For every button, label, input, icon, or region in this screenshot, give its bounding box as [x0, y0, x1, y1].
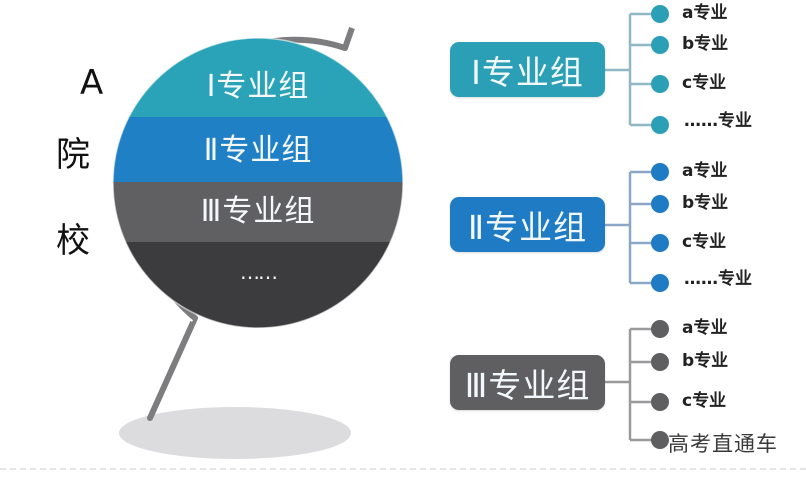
major-node-icon	[651, 353, 669, 371]
globe-shadow	[119, 407, 351, 459]
major-node-icon	[651, 163, 669, 181]
major-node-icon	[651, 431, 669, 449]
group-1-major-2: b专业	[682, 34, 729, 54]
watermark: 高考直通车	[668, 432, 778, 456]
group-1-major-3: c专业	[682, 73, 727, 93]
connectors-group-1	[605, 12, 652, 127]
group-2-major-2: b专业	[682, 193, 729, 213]
globe-band-label-3: Ⅲ专业组	[200, 194, 316, 229]
major-node-icon	[651, 393, 669, 411]
group-1-major-4: ……专业	[684, 111, 752, 131]
group-3-major-1: a专业	[682, 318, 728, 338]
globe-band-4	[113, 242, 403, 328]
globe-band-2	[113, 117, 403, 183]
group-2-major-4: ……专业	[684, 269, 752, 289]
group-box-3: Ⅲ专业组	[450, 355, 605, 410]
group-3-major-3: c专业	[682, 391, 727, 411]
group-1-major-1: a专业	[682, 3, 728, 23]
major-node-icon	[651, 5, 669, 23]
group-2-major-1: a专业	[682, 161, 728, 181]
major-node-icon	[651, 195, 669, 213]
major-node-icon	[651, 116, 669, 134]
school-label-char-3: 校	[56, 221, 90, 261]
major-node-icon	[651, 75, 669, 93]
connectors-group-3	[605, 327, 652, 442]
globe-band-label-4: ……	[240, 260, 278, 284]
bottom-divider	[0, 468, 806, 470]
group-box-1: Ⅰ专业组	[450, 42, 605, 97]
group-2-major-3: c专业	[682, 232, 727, 252]
major-node-icon	[651, 234, 669, 252]
globe-band-label-2: Ⅱ专业组	[203, 133, 313, 168]
globe-band-label-1: Ⅰ专业组	[206, 69, 310, 104]
globe-band-3	[113, 182, 403, 243]
group-3-major-2: b专业	[682, 351, 729, 371]
group-box-2: Ⅱ专业组	[450, 197, 605, 252]
globe-stand	[147, 315, 198, 421]
major-node-icon	[651, 274, 669, 292]
major-node-icon	[651, 36, 669, 54]
school-label-char-1: A	[80, 63, 104, 103]
connectors-group-2	[605, 170, 652, 285]
school-label-char-2: 院	[56, 135, 90, 175]
major-node-icon	[651, 320, 669, 338]
